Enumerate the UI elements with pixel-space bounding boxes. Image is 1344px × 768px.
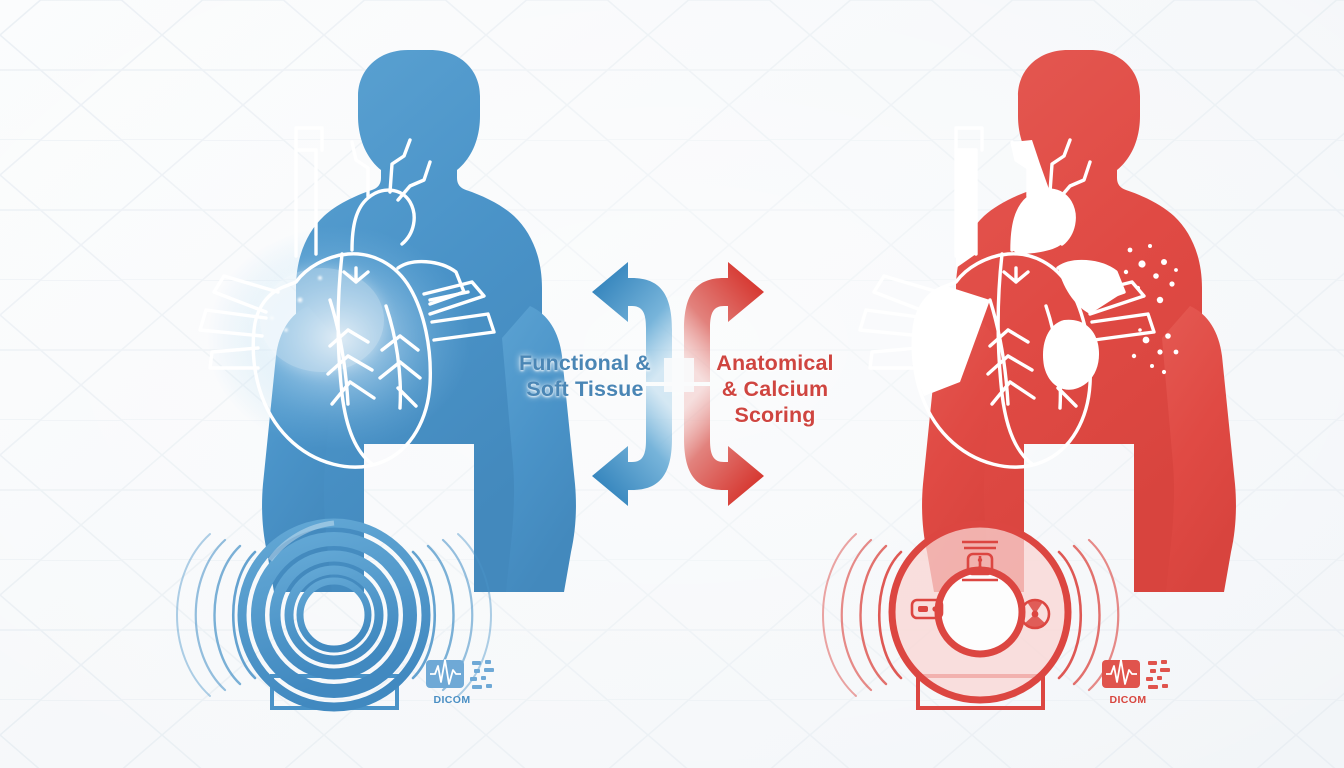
dicom-label-right: DICOM — [1109, 694, 1147, 706]
heart-line-art-blue — [198, 126, 496, 469]
dicom-badge-right: DICOM — [1100, 660, 1178, 712]
ct-control-panel-icon — [962, 540, 998, 582]
mri-gantry-rings — [237, 518, 431, 712]
mri-wave-arcs-left — [176, 533, 257, 697]
ct-gantry — [888, 520, 1072, 704]
right-modality-label: Anatomical & Calcium Scoring — [716, 351, 834, 427]
ct-wave-arcs-left — [822, 533, 903, 697]
dicom-label-left: DICOM — [433, 694, 471, 706]
ct-scanner-graphic — [822, 520, 1120, 710]
center-arrow-group — [592, 262, 764, 506]
ct-wave-arcs-right — [1057, 538, 1120, 692]
blue-arrow-up-left — [592, 262, 672, 382]
heart-line-art-red — [858, 126, 1179, 469]
calcium-deposits — [1123, 244, 1179, 375]
right-patient-figure — [858, 50, 1236, 592]
left-patient-figure — [198, 50, 576, 592]
dicom-badge-left: DICOM — [424, 660, 502, 712]
blue-arrow-down-left — [592, 386, 672, 506]
ct-display-panel-icon — [910, 598, 944, 620]
red-arrow-up-right — [684, 262, 764, 382]
dicom-data-blocks-blue — [470, 660, 494, 689]
dicom-data-blocks-red — [1146, 660, 1170, 689]
left-modality-label: Functional & Soft Tissue — [519, 351, 651, 401]
dicom-icon-red — [1102, 659, 1170, 689]
red-arrow-down-right — [684, 386, 764, 506]
dicom-icon-blue — [426, 659, 494, 689]
radiation-symbol-icon — [1019, 598, 1051, 630]
